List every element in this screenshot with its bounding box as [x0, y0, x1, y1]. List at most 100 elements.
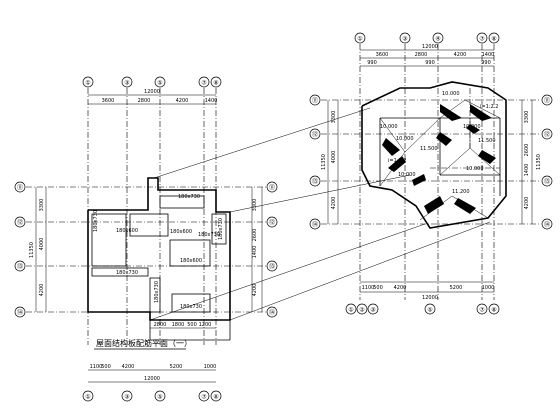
left-top-axes: ① ③ ⑤ ⑦ ⑧ — [82, 76, 222, 88]
opening-label: 180x730 — [180, 304, 202, 310]
roof-plan — [361, 81, 507, 229]
right-plan: ① ③ ④ ⑦ ⑧ 12000 3600 2800 4200 1400 990 … — [309, 32, 553, 315]
axis-label: ⑪ — [17, 184, 23, 192]
dim-label: 5200 — [170, 364, 183, 370]
left-plan-walls — [87, 177, 231, 341]
axis-label: ① — [357, 36, 362, 43]
plan-title: 屋面结构板配筋平面（一） — [96, 338, 192, 348]
axis-label: ⑪ — [544, 97, 550, 105]
roof-slope-note: i=1:2.2 — [480, 104, 498, 110]
roof-gable-shapes — [382, 104, 496, 214]
dim-label: 1200 — [199, 322, 212, 328]
axis-label: ② — [359, 307, 365, 314]
axis-label: ⑫ — [312, 131, 318, 139]
axis-label: ① — [348, 307, 353, 314]
axis-label: ⑦ — [201, 394, 207, 401]
dim-label: 4200 — [394, 285, 407, 291]
axis-label: ⑪ — [312, 97, 318, 105]
axis-label: ⑧ — [213, 80, 218, 87]
right-bottom-axes: ① ② ③ ⑤ ⑦ ⑧ — [345, 303, 500, 315]
axis-label: ⑬ — [312, 178, 318, 186]
dim-label: 500 — [373, 285, 383, 291]
elevation-label: 11.200 — [452, 189, 470, 195]
dim-label: 1400 — [205, 98, 218, 104]
opening-label: 180x730 — [93, 210, 99, 232]
dim-label: 4200 — [39, 284, 45, 297]
left-plan: ① ③ ⑤ ⑦ ⑧ 12000 3600 2800 4200 1400 ⑪ ⑫ … — [14, 76, 278, 402]
dim-label: 500 — [101, 364, 111, 370]
opening-label: 180x730 — [218, 218, 224, 240]
dim-label: 990 — [367, 60, 377, 66]
dim-label: 4000 — [331, 151, 337, 164]
dim-total: 12000 — [144, 376, 160, 382]
dim-label: 3600 — [102, 98, 115, 104]
dim-label: 3600 — [376, 52, 389, 58]
axis-label: ⑧ — [491, 307, 496, 314]
elevation-label: 10.000 — [380, 124, 398, 130]
right-right-axes: ⑪ ⑫ ⑬ ⑭ — [541, 94, 553, 230]
opening-label: 180x600 — [180, 258, 202, 264]
dim-total: 11350 — [536, 154, 542, 170]
axis-label: ⑫ — [17, 219, 23, 227]
dim-label: 2800 — [154, 322, 167, 328]
dim-label: 2800 — [138, 98, 151, 104]
dim-label: 4000 — [39, 238, 45, 251]
dim-label: 3300 — [252, 199, 258, 212]
axis-label: ① — [85, 394, 90, 401]
axis-label: ④ — [435, 36, 440, 43]
dim-label: 3300 — [39, 199, 45, 212]
dim-total: 12000 — [144, 89, 160, 95]
dim-total: 12000 — [422, 295, 438, 301]
axis-label: ⑬ — [544, 178, 550, 186]
axis-label: ③ — [124, 80, 129, 87]
dim-total: 12000 — [422, 44, 438, 50]
elevation-label: 10.000 — [442, 91, 460, 97]
elevation-label: 11.500 — [478, 138, 496, 144]
right-left-axes: ⑪ ⑫ ⑬ ⑭ — [309, 94, 321, 230]
axis-label: ⑤ — [427, 307, 432, 314]
axis-label: ⑭ — [544, 221, 550, 229]
dim-total: 11350 — [29, 242, 35, 258]
dim-label: 4200 — [252, 284, 258, 297]
dim-total: 11350 — [321, 154, 327, 170]
left-right-axes: ⑪ ⑫ ⑬ ⑭ — [266, 181, 278, 318]
dim-label: 3300 — [331, 111, 337, 124]
dim-label: 2600 — [524, 144, 530, 157]
opening-label: 180x730 — [116, 270, 138, 276]
opening-label: 180x730 — [154, 281, 160, 303]
axis-label: ⑤ — [157, 80, 162, 87]
dim-label: 1400 — [252, 246, 258, 259]
axis-label: ⑪ — [269, 184, 275, 192]
elevation-label: 10.000 — [396, 136, 414, 142]
axis-label: ⑦ — [479, 36, 485, 43]
dim-label: 4200 — [122, 364, 135, 370]
dim-label: 990 — [425, 60, 435, 66]
opening-label: 180x600 — [116, 228, 138, 234]
axis-label: ⑤ — [157, 394, 162, 401]
dim-label: 1000 — [204, 364, 217, 370]
axis-label: ⑭ — [17, 309, 23, 317]
axis-label: ⑧ — [213, 394, 218, 401]
dim-label: 2600 — [252, 229, 258, 242]
elevation-label: 11.500 — [420, 146, 438, 152]
dim-label: 990 — [481, 60, 491, 66]
axis-label: ⑦ — [201, 80, 207, 87]
dim-label: 1100 — [90, 364, 103, 370]
dim-label: 1400 — [482, 52, 495, 58]
axis-label: ⑦ — [479, 307, 485, 314]
dim-label: 1400 — [524, 164, 530, 177]
roof-slope-note: i=1:2.2 — [388, 158, 406, 164]
axis-label: ⑧ — [491, 36, 496, 43]
axis-label: ③ — [402, 36, 407, 43]
elevation-label: 10.000 — [398, 172, 416, 178]
elevation-label: 10.000 — [463, 124, 481, 130]
elevation-label: 10.000 — [466, 166, 484, 172]
dim-label: 5200 — [450, 285, 463, 291]
left-left-axes: ⑪ ⑫ ⑬ ⑭ — [14, 181, 26, 318]
axis-label: ⑭ — [269, 309, 275, 317]
dim-label: 4200 — [524, 197, 530, 210]
dim-label: 1800 — [172, 322, 185, 328]
dim-label: 4200 — [454, 52, 467, 58]
dim-label: 2800 — [415, 52, 428, 58]
